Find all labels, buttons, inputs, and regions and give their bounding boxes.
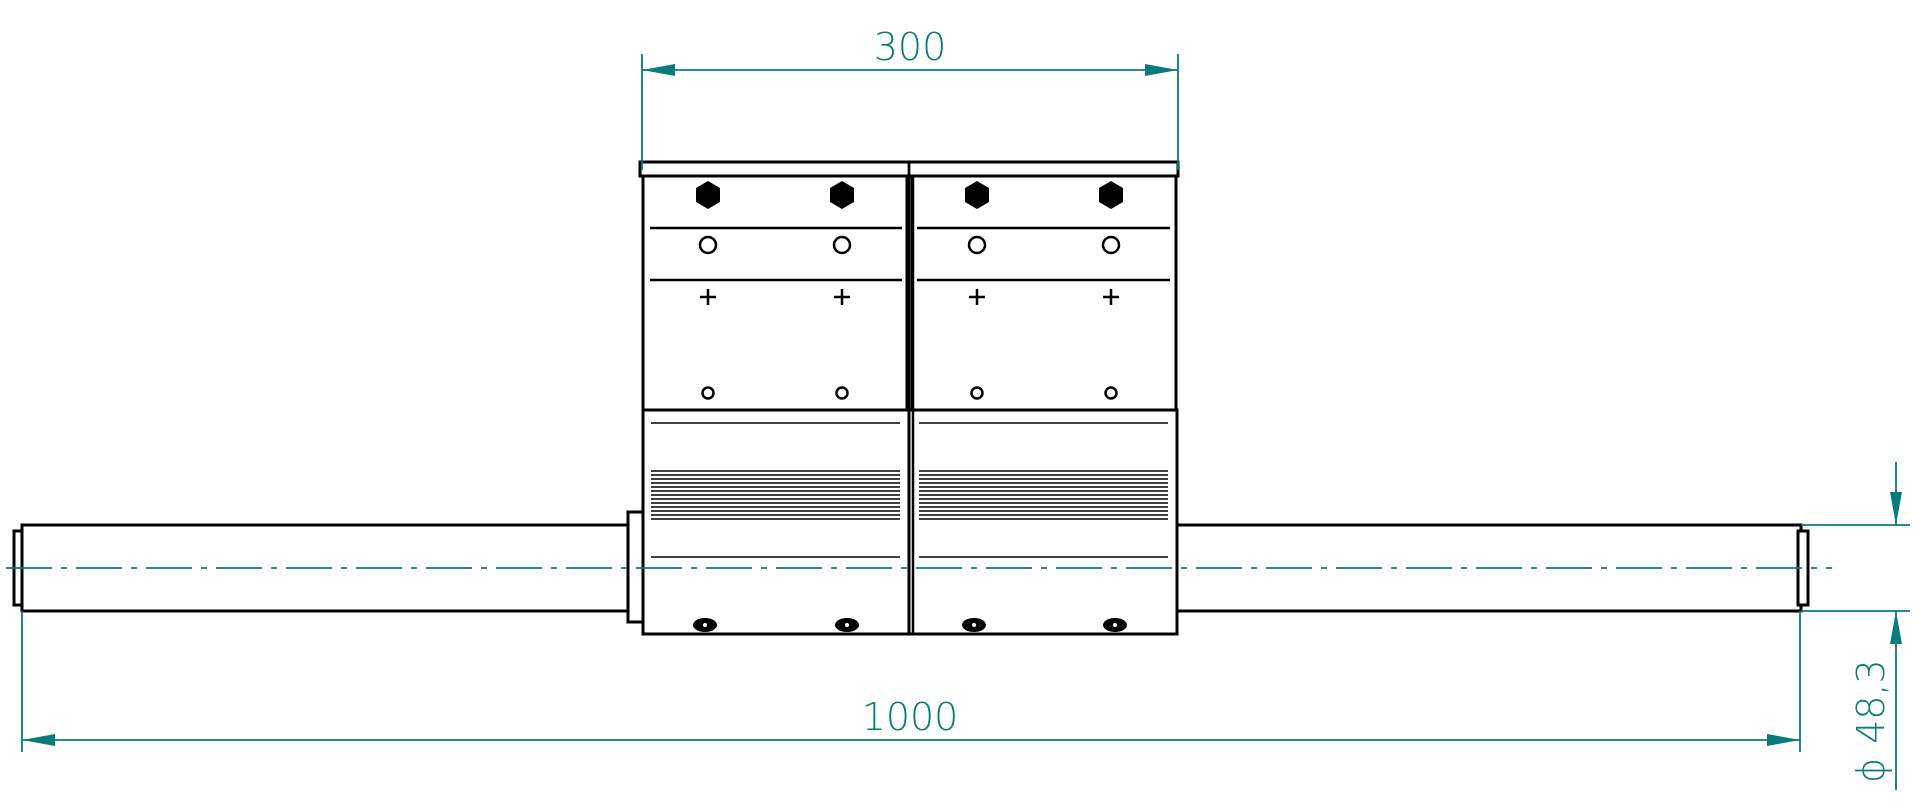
small-hole-icon (970, 386, 984, 400)
dimension-300: 300 (641, 25, 1179, 170)
module-housing (638, 160, 1180, 636)
diameter-value: 48,3 (1849, 659, 1893, 744)
hole-icon (832, 235, 852, 255)
screw-slot (972, 623, 976, 627)
diameter-label: ϕ 48,3 (1849, 659, 1893, 783)
hex-nut-icon (830, 181, 854, 209)
arrow-right-icon (1145, 64, 1178, 76)
lower-panel-right (907, 408, 1179, 636)
arrow-left-icon (22, 734, 55, 746)
arrow-down-icon (1890, 492, 1902, 525)
plus-mark-icon (700, 289, 716, 305)
dimension-1000-label: 1000 (862, 695, 959, 739)
arrow-left-icon (642, 64, 675, 76)
hex-nut-icon (965, 181, 989, 209)
dimension-1000: 1000 (21, 611, 1801, 752)
hole-icon (698, 235, 718, 255)
dimension-300-label: 300 (874, 25, 947, 69)
screw-slot (1113, 623, 1117, 627)
lower-panel-left (641, 408, 911, 636)
plus-mark-icon (1103, 289, 1119, 305)
small-hole-icon (701, 386, 715, 400)
hex-nut-icon (696, 181, 720, 209)
upper-panel-right (910, 174, 1178, 412)
diameter-symbol: ϕ (1849, 758, 1893, 783)
arrow-up-icon (1890, 611, 1902, 644)
rib-lines (651, 422, 1168, 558)
screw-slot (703, 623, 707, 627)
dimension-diameter: ϕ 48,3 (1801, 462, 1910, 790)
screw-slot (845, 623, 849, 627)
hex-nuts (696, 181, 1123, 209)
plus-mark-icon (969, 289, 985, 305)
plus-mark-icon (834, 289, 850, 305)
small-hole-icon (835, 386, 849, 400)
small-hole-icon (1104, 386, 1118, 400)
bottom-screws (693, 618, 1127, 632)
hex-nut-icon (1099, 181, 1123, 209)
arrow-right-icon (1767, 734, 1800, 746)
hole-icon (1101, 235, 1121, 255)
holes (698, 235, 1121, 400)
upper-panel-left (641, 174, 909, 412)
hole-icon (967, 235, 987, 255)
plus-marks (700, 289, 1119, 305)
